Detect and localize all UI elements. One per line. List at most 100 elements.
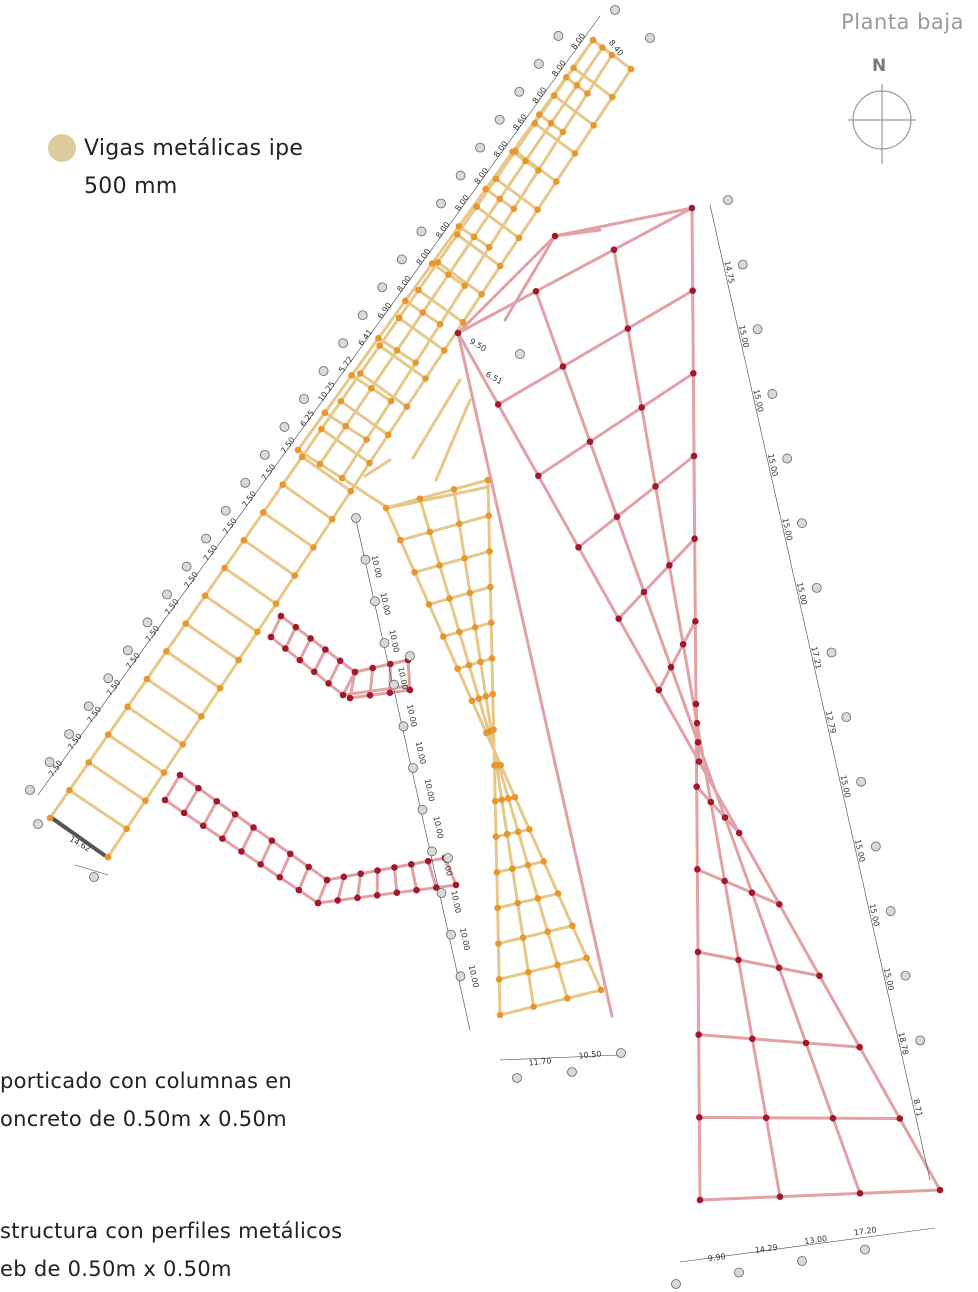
main-column [693, 783, 700, 790]
bridge-upper-link-column [386, 689, 394, 696]
grid-axis-marker [515, 349, 525, 359]
middle-transverse-beam [441, 621, 493, 639]
middle-column [466, 589, 474, 597]
middle-bottom-dimension: 10.50 [578, 1049, 602, 1060]
middle-column [583, 954, 590, 962]
wing-dimension: 8.00 [473, 166, 491, 186]
wing-upper-column [535, 167, 542, 174]
middle-column [569, 922, 576, 930]
wing-upper-column [342, 422, 349, 430]
middle-column [493, 869, 501, 876]
main-wedge-beam [456, 234, 557, 335]
block-dimension: 15.00 [751, 389, 765, 413]
grid-axis-marker [405, 651, 415, 661]
wing-column [221, 564, 228, 572]
wing-transverse-beam [320, 427, 371, 465]
middle-column [495, 976, 503, 983]
block-dimension: 18.78 [896, 1031, 910, 1055]
bridge-upper-transverse-beam [312, 648, 327, 674]
main-edge-beam [456, 331, 614, 1018]
bridge-lower-column [250, 824, 257, 831]
bridge-upper-column [339, 691, 347, 699]
bridge-lower-column [257, 861, 264, 868]
middle-column [490, 726, 497, 733]
middle-dimension: 10.00 [387, 629, 401, 653]
wing-transverse-beam [67, 788, 129, 831]
wing-upper-column [363, 436, 370, 443]
main-column [775, 964, 783, 972]
main-column [575, 543, 582, 551]
grid-axis-marker [338, 338, 349, 349]
grid-axis-marker [723, 195, 733, 205]
bridge-lower-link-column [424, 857, 432, 865]
bridge-lower-link-column [374, 867, 381, 874]
grid-axis-marker [351, 513, 361, 523]
middle-column [526, 826, 533, 833]
legend-steel-line2: 500 mm [84, 174, 178, 199]
middle-dimension: 10.00 [423, 778, 437, 802]
grid-axis-marker [436, 888, 447, 898]
bridge-lower-column [286, 850, 294, 858]
block-bottom-dimension: 9.90 [707, 1252, 726, 1263]
middle-column [514, 828, 522, 836]
wing-column [240, 536, 248, 544]
legend-concrete-line1: porticado con columnas en [0, 1069, 293, 1093]
middle-column [496, 1011, 504, 1019]
legend-steel-line1: Vigas metálicas ipe [84, 136, 304, 161]
main-column [667, 663, 675, 671]
middle-column [491, 797, 499, 805]
wing-column [384, 431, 392, 439]
wing-upper-column [485, 243, 493, 251]
wing-upper-longitudinal-beam [340, 53, 614, 480]
wing-transverse-beam [494, 177, 540, 212]
wing-upper-column [536, 111, 543, 118]
middle-transverse-beam [496, 924, 574, 946]
bridge-lower-transverse-beam [240, 826, 255, 853]
grid-axis-marker [553, 31, 564, 41]
wing-transverse-beam [203, 594, 259, 634]
bridge-lower-column [219, 835, 226, 842]
wing-column [163, 647, 170, 655]
main-column [610, 246, 618, 253]
main-transverse-beam [696, 950, 821, 978]
wing-dimension: 8.00 [434, 220, 452, 240]
wing-upper-column [509, 148, 516, 156]
wing-upper-column [455, 223, 463, 230]
middle-column [468, 697, 476, 705]
bridge-upper-column [292, 623, 300, 631]
bridge-lower-column [161, 796, 169, 804]
grid-axis-marker [201, 533, 212, 544]
main-column [690, 370, 697, 377]
middle-bottom-dim-line [499, 1054, 621, 1061]
main-column [762, 1114, 770, 1122]
wing-upper-column [316, 460, 324, 468]
bridge-upper-link-column [406, 686, 414, 694]
wing-column [570, 64, 577, 72]
main-column [586, 438, 594, 445]
middle-column [440, 633, 447, 640]
bridge-lower-link-column [357, 870, 365, 878]
bridge-upper-link-column [366, 692, 374, 699]
middle-column [564, 995, 571, 1002]
wing-upper-column [338, 474, 346, 482]
wing-upper-column [321, 409, 329, 417]
main-column [816, 972, 823, 980]
block-dimension: 15.00 [838, 774, 852, 798]
grid-axis-marker [181, 561, 192, 572]
middle-dimension: 10.00 [458, 927, 472, 951]
middle-column [425, 601, 433, 608]
middle-column [530, 1003, 537, 1010]
main-transverse-beam [698, 1188, 942, 1202]
main-column [776, 1193, 784, 1200]
page-title: Planta baja [841, 10, 964, 34]
wing-upper-column [461, 282, 469, 290]
wing-upper-column [584, 90, 591, 97]
grid-axis-marker [915, 1035, 926, 1046]
middle-column [519, 934, 527, 941]
middle-column [471, 623, 479, 631]
wing-upper-column [401, 297, 409, 305]
middle-dimension: 10.00 [449, 890, 463, 914]
grid-axis-marker [446, 929, 456, 940]
bridge-lower-transverse-beam [278, 852, 292, 879]
